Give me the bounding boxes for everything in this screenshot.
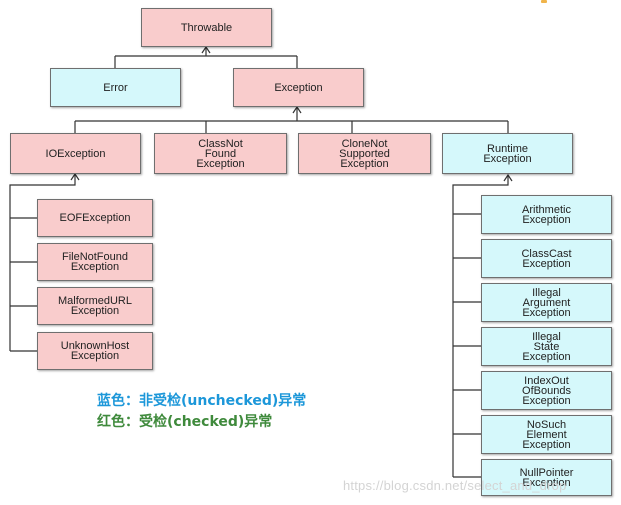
unknownhost-exception-node: UnknownHost Exception <box>37 332 153 370</box>
legend-unchecked: 蓝色：非受检(unchecked)异常 <box>97 393 307 409</box>
exception-node: Exception <box>233 68 364 107</box>
watermark: https://blog.csdn.net/select_and_drop <box>343 478 567 493</box>
clonenotsupported-exception-node: CloneNot Supported Exception <box>298 133 431 174</box>
orange-marker <box>541 0 547 3</box>
classnotfound-exception-node: ClassNot Found Exception <box>154 133 287 174</box>
eofexception-node: EOFException <box>37 199 153 237</box>
arithmetic-exception-node: Arithmetic Exception <box>481 195 612 234</box>
indexoutofbounds-exception-node: IndexOut OfBounds Exception <box>481 371 612 410</box>
malformedurl-exception-node: MalformedURL Exception <box>37 287 153 325</box>
illegalstate-exception-node: Illegal State Exception <box>481 327 612 366</box>
throwable-node: Throwable <box>141 8 272 47</box>
illegalargument-exception-node: Illegal Argument Exception <box>481 283 612 322</box>
error-node: Error <box>50 68 181 107</box>
classcast-exception-node: ClassCast Exception <box>481 239 612 278</box>
nosuchelement-exception-node: NoSuch Element Exception <box>481 415 612 454</box>
runtime-exception-node: Runtime Exception <box>442 133 573 174</box>
nullpointer-exception-node: NullPointer Exception <box>481 459 612 496</box>
legend-checked: 红色：受检(checked)异常 <box>97 414 273 430</box>
filenotfound-exception-node: FileNotFound Exception <box>37 243 153 281</box>
ioexception-node: IOException <box>10 133 141 174</box>
